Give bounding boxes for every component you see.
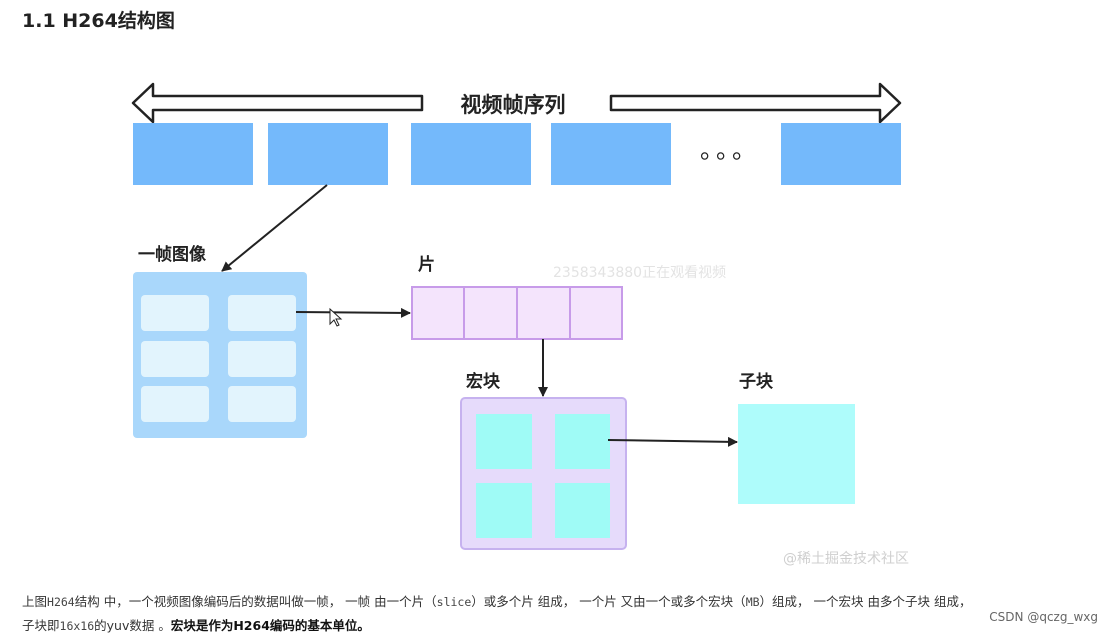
- macroblock-cell: [555, 414, 610, 469]
- source-watermark: @稀土掘金技术社区: [783, 551, 909, 567]
- sequence-arrow: [131, 82, 902, 124]
- subblock-label: 子块: [739, 372, 774, 392]
- frame-sequence: [133, 123, 901, 185]
- mouse-cursor-icon: [329, 307, 343, 327]
- slice: [411, 286, 623, 340]
- image-cell: [141, 295, 209, 331]
- subblock: [738, 404, 855, 504]
- macroblock: [460, 397, 627, 550]
- ellipsis-dots: 。。。: [700, 136, 760, 164]
- frame-block: [268, 123, 388, 185]
- frame-image: [133, 272, 307, 438]
- sequence-label: 视频帧序列: [461, 93, 566, 117]
- sequence-arrow-right: [609, 82, 902, 124]
- frame-image-label: 一帧图像: [138, 244, 207, 265]
- macroblock-label: 宏块: [466, 371, 501, 392]
- viewer-watermark: 2358343880正在观看视频: [553, 265, 727, 281]
- slice-label: 片: [418, 254, 435, 275]
- frame-block: [411, 123, 531, 185]
- frame-block: [551, 123, 671, 185]
- frame-block: [781, 123, 901, 185]
- csdn-credit: CSDN @qczg_wxg: [989, 610, 1098, 624]
- image-cell: [228, 386, 296, 422]
- image-cell: [141, 341, 209, 377]
- macroblock-cell: [476, 483, 532, 538]
- image-cell: [141, 386, 209, 422]
- sequence-arrow-left: [131, 82, 424, 124]
- arrow-frame-to-image: [221, 184, 328, 272]
- macroblock-cell: [476, 414, 532, 469]
- caption-paragraph: 上图H264结构 中，一个视频图像编码后的数据叫做一帧， 一帧 由一个片（sli…: [22, 594, 972, 633]
- image-cell: [228, 295, 296, 331]
- section-heading: 1.1 H264结构图: [22, 10, 175, 32]
- arrow-image-to-slice: [295, 307, 411, 318]
- macroblock-cell: [555, 483, 610, 538]
- image-cell: [228, 341, 296, 377]
- arrow-macroblock-to-subblock: [607, 436, 738, 447]
- frame-block: [133, 123, 253, 185]
